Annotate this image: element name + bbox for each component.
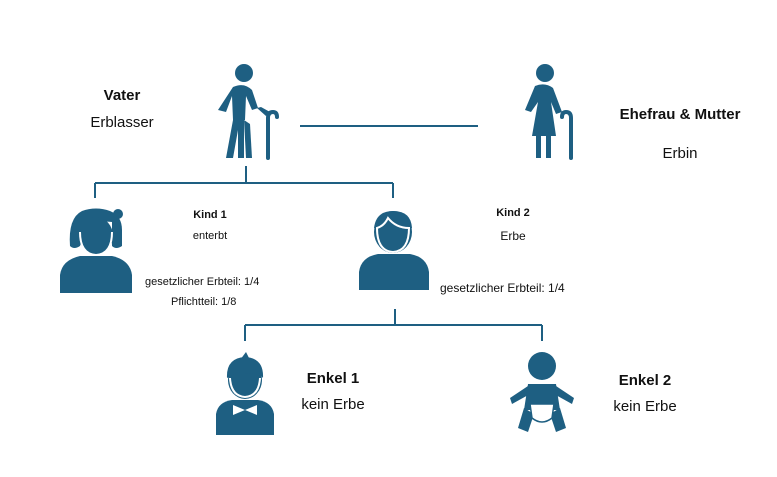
enkel2-name: Enkel 2 bbox=[618, 372, 672, 389]
kind1-share-line1: gesetzlicher Erbteil: 1/4 bbox=[145, 276, 260, 288]
woman-face-outline bbox=[79, 231, 113, 257]
boy-face-outline bbox=[229, 377, 261, 399]
enkel2-role: kein Erbe bbox=[613, 398, 677, 415]
ehefrau-name: Ehefrau & Mutter bbox=[619, 106, 741, 123]
kind2-share-line1: gesetzlicher Erbteil: 1/4 bbox=[440, 281, 565, 295]
kind2-role: Erbe bbox=[500, 229, 526, 243]
elderly-man-with-cane-icon bbox=[218, 64, 270, 158]
kind1-share-line2: Pflichtteil: 1/8 bbox=[171, 296, 237, 308]
cane-ehefrau bbox=[560, 109, 573, 160]
boy-avatar-icon bbox=[216, 352, 274, 435]
bow-tie-icon bbox=[233, 405, 257, 415]
enkel1-role: kein Erbe bbox=[301, 396, 365, 413]
kind1-name: Kind 1 bbox=[193, 209, 227, 221]
cane-vater bbox=[266, 109, 279, 160]
kind1-role: enterbt bbox=[192, 230, 228, 242]
man-avatar-icon bbox=[359, 211, 429, 290]
woman-avatar-icon bbox=[60, 208, 132, 293]
enkel1-name: Enkel 1 bbox=[306, 370, 360, 387]
man-face-outline bbox=[375, 216, 411, 254]
kind2-name: Kind 2 bbox=[496, 207, 530, 219]
vater-role: Erblasser bbox=[90, 114, 154, 131]
elderly-woman-with-cane-icon bbox=[525, 64, 562, 158]
vater-name: Vater bbox=[103, 87, 141, 104]
ehefrau-role: Erbin bbox=[662, 145, 698, 162]
diaper-icon bbox=[529, 403, 555, 423]
